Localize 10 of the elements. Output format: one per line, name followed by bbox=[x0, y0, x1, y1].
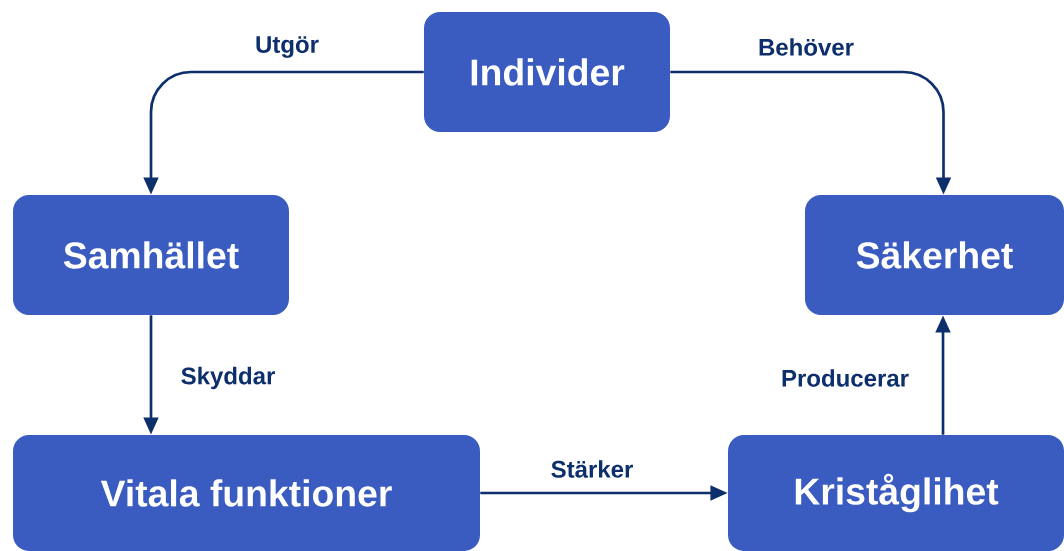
process-box: Individer bbox=[424, 12, 670, 132]
edge-label: Behöver bbox=[756, 36, 856, 58]
edge-label: Skyddar bbox=[179, 365, 277, 391]
edge-label: Producerar bbox=[779, 367, 911, 389]
edge-label: Stärker bbox=[549, 458, 635, 480]
process-box: Samhället bbox=[13, 195, 289, 315]
process-box: Vitala funktioner bbox=[13, 435, 480, 551]
process-box: Kriståglihet bbox=[728, 435, 1064, 551]
process-box: Säkerhet bbox=[805, 195, 1064, 315]
edge-label: Utgör bbox=[253, 34, 321, 60]
